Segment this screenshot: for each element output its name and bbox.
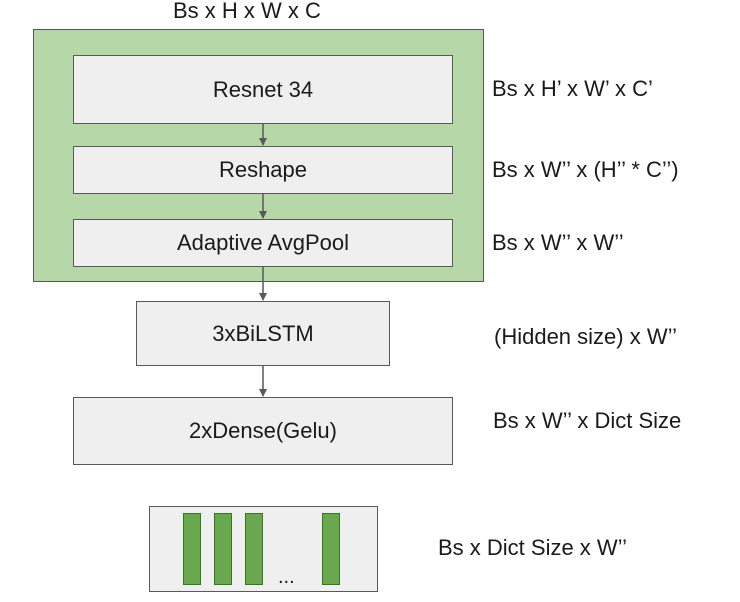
bilstm-shape-label: (Hidden size) x W’’ <box>494 324 677 349</box>
avgpool-layer-box: Adaptive AvgPool <box>73 219 453 267</box>
resnet-layer-box: Resnet 34 <box>73 55 453 124</box>
output-bar-2 <box>214 513 232 585</box>
bilstm-layer-box: 3xBiLSTM <box>136 301 390 366</box>
dense-layer-box: 2xDense(Gelu) <box>73 397 453 465</box>
output-bar-3 <box>245 513 263 585</box>
reshape-layer-label: Reshape <box>218 157 308 182</box>
reshape-shape-label: Bs x W’’ x (H’’ * C’’) <box>492 157 679 182</box>
output-shape-label: Bs x Dict Size x W’’ <box>438 535 628 560</box>
dense-layer-label: 2xDense(Gelu) <box>189 418 337 443</box>
dense-shape-label: Bs x W’’ x Dict Size <box>493 408 682 433</box>
bilstm-layer-label: 3xBiLSTM <box>212 320 314 346</box>
output-bar-1 <box>183 513 201 585</box>
output-ellipsis: ... <box>278 566 295 588</box>
resnet-shape-label: Bs x H’ x W’ x C’ <box>492 76 653 101</box>
avgpool-layer-label: Adaptive AvgPool <box>176 230 350 255</box>
avgpool-shape-label: Bs x W’’ x W’’ <box>492 230 624 255</box>
input-shape-label: Bs x H x W x C <box>173 0 321 23</box>
output-bar-last <box>322 513 340 585</box>
reshape-layer-box: Reshape <box>73 146 453 194</box>
resnet-layer-label: Resnet 34 <box>212 76 314 102</box>
